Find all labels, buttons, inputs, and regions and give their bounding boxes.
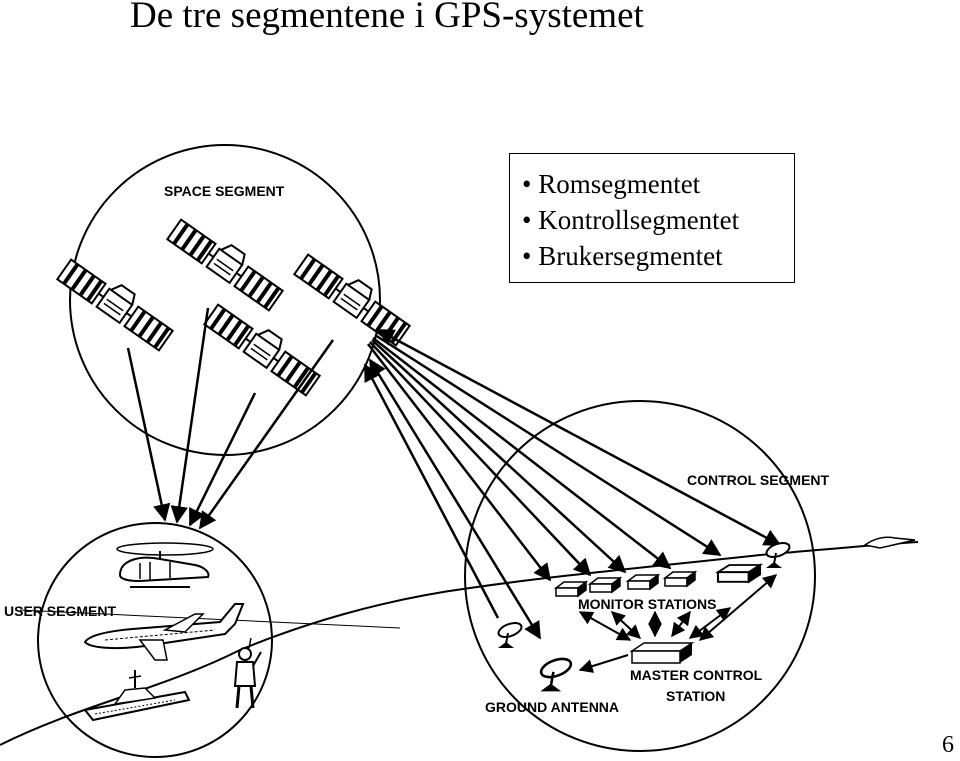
master-control-label: MASTER CONTROL: [630, 667, 763, 683]
ship-icon: [83, 670, 191, 722]
signal-arrow: [188, 392, 257, 527]
monitor-station-icon: [627, 574, 659, 590]
control-segment-label: CONTROL SEGMENT: [687, 472, 830, 488]
horizon-thin: [19, 609, 401, 629]
ground-antenna-icon: [537, 654, 575, 693]
signal-arrow: [198, 339, 335, 530]
bullet-item: • Kontrollsegmentet: [522, 202, 794, 238]
person-icon: [233, 637, 262, 709]
control-arrow: [578, 611, 632, 641]
satellite-icon: [55, 251, 180, 353]
signal-arrow: [372, 337, 672, 570]
control-arrow: [688, 607, 732, 639]
master-control-station-icon: [629, 642, 695, 664]
user-segment-circle: [37, 522, 273, 758]
signal-arrow: [363, 363, 500, 619]
bullet-text-control: Kontrollsegmentet: [538, 205, 740, 235]
slide-title: De tre segmentene i GPS-systemet: [130, 0, 644, 36]
user-segment-label: USER SEGMENT: [4, 603, 116, 619]
distant-hill: [863, 536, 916, 549]
helicopter-icon: [116, 542, 214, 588]
monitor-station-icon: [664, 571, 696, 587]
signal-arrow: [371, 339, 627, 574]
bullet-symbol: •: [522, 241, 532, 271]
monitor-station-icon: [716, 563, 762, 583]
monitor-station-icon: [555, 581, 587, 597]
page-number: 6: [942, 732, 954, 758]
control-arrow: [698, 574, 778, 641]
signal-arrow: [376, 328, 782, 547]
signal-arrow: [170, 307, 210, 524]
control-arrow: [610, 611, 642, 639]
satellite-icon: [165, 211, 290, 313]
satellite-icon: [202, 296, 327, 398]
monitor-station-icon: [589, 577, 621, 593]
ground-antenna-icon: [763, 539, 793, 569]
bullet-symbol: •: [522, 205, 532, 235]
signal-arrow: [126, 347, 171, 522]
control-arrow: [671, 610, 691, 638]
bullet-item: • Brukersegmentet: [522, 238, 794, 274]
bullet-symbol: •: [522, 169, 532, 199]
bullet-list: • Romsegmentet • Kontrollsegmentet • Bru…: [509, 153, 795, 283]
monitor-stations-label: MONITOR STATIONS: [578, 596, 716, 612]
bullet-text-space: Romsegmentet: [538, 169, 701, 199]
airplane-icon: [83, 603, 245, 661]
signal-arrow: [374, 333, 722, 557]
bullet-item: • Romsegmentet: [522, 166, 794, 202]
bullet-text-user: Brukersegmentet: [538, 241, 723, 271]
ground-antenna-icon: [495, 619, 525, 649]
signal-arrow: [368, 358, 542, 640]
control-arrow: [578, 654, 629, 673]
master-control-station-label: STATION: [666, 688, 725, 704]
space-segment-label: SPACE SEGMENT: [164, 183, 285, 199]
ground-antenna-label: GROUND ANTENNA: [485, 699, 619, 715]
satellite-icon: [292, 246, 417, 348]
